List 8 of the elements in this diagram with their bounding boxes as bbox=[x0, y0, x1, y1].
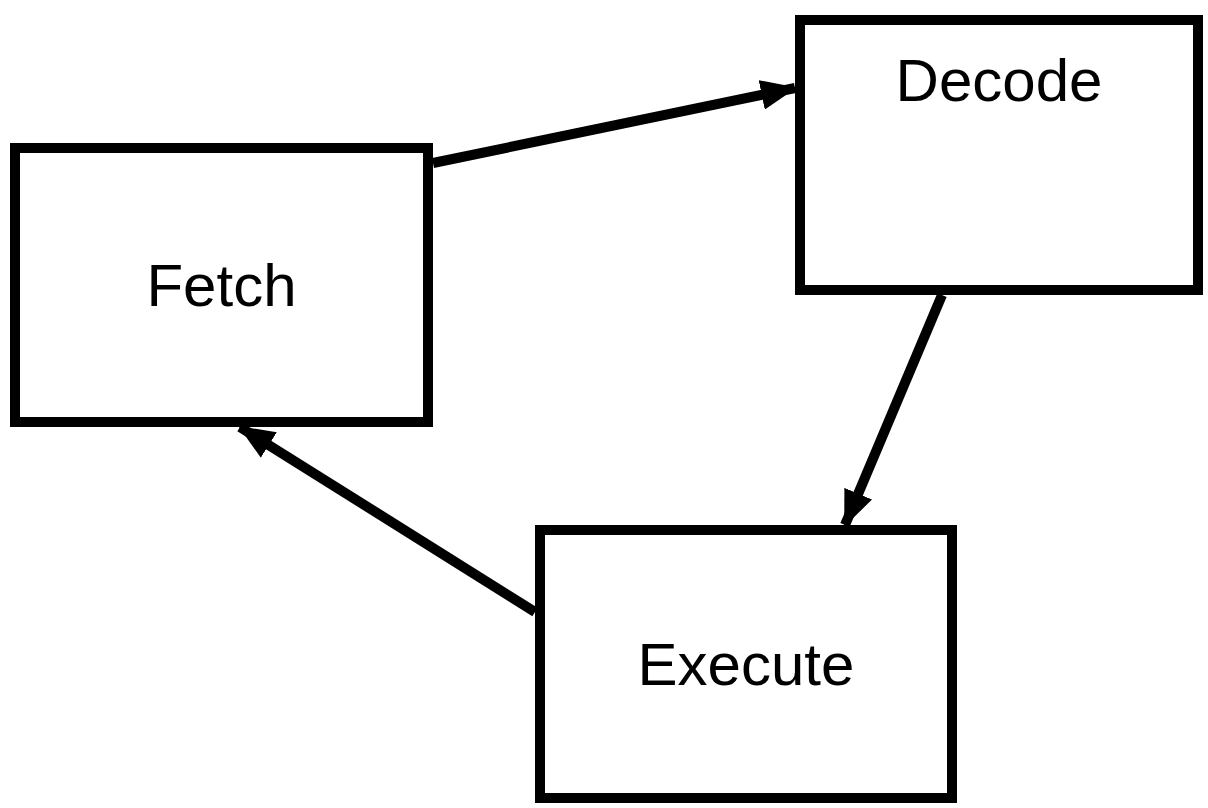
arrow bbox=[840, 293, 947, 527]
box-label: Fetch bbox=[146, 250, 297, 320]
process-box bbox=[795, 15, 1203, 295]
process-box bbox=[535, 525, 957, 803]
box-label: Execute bbox=[637, 629, 855, 699]
box-label: Decode bbox=[895, 45, 1103, 115]
arrow bbox=[432, 80, 797, 168]
process-box bbox=[10, 143, 433, 427]
